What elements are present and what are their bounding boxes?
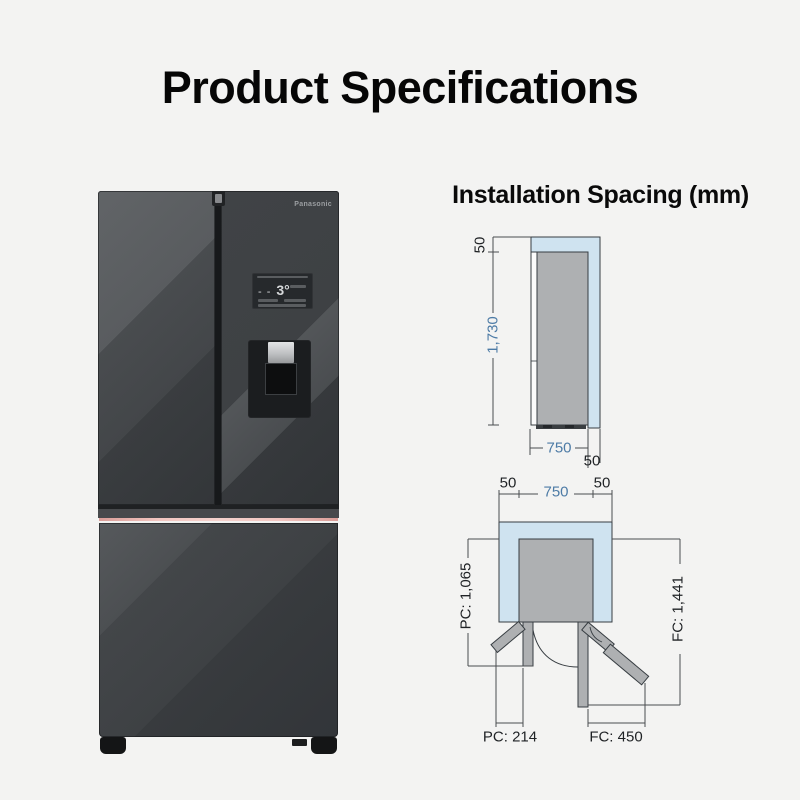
open-doors [490, 620, 650, 708]
fc-depth-label: FC: 1,441 [670, 576, 687, 642]
side-dim-lines [488, 236, 601, 468]
display-indicator-row [257, 276, 308, 278]
side-width-label: 750 [546, 440, 571, 457]
brand-logo: Panasonic [294, 201, 332, 208]
dispenser-recess [265, 363, 297, 395]
divider-band [98, 509, 339, 518]
page-title: Product Specifications [161, 62, 639, 113]
door-swing-arc-small [589, 626, 603, 643]
side-rear-clearance-label: 50 [584, 453, 601, 470]
display-label-marks [284, 299, 306, 302]
pc-depth-label: PC: 1,065 [458, 563, 475, 630]
fc-swing-label: FC: 450 [589, 729, 642, 746]
door-swing-arc [532, 629, 579, 668]
side-fridge-base [536, 425, 586, 429]
display-readout: - - 3° [258, 282, 308, 298]
top-fridge-body [518, 538, 594, 623]
display-label-marks [258, 304, 306, 307]
fc-door-90deg [577, 621, 589, 708]
fridge-foot-left [100, 737, 126, 754]
side-view-diagram: 50 1,730 750 50 [472, 236, 601, 470]
pink-accent-line [99, 518, 338, 521]
side-fridge-door-face [530, 251, 538, 426]
display-mode-marks [290, 285, 306, 288]
fridge-upper-section: Panasonic - - 3° [98, 191, 339, 505]
display-temperature: 3° [276, 282, 290, 298]
top-right-clearance-label: 50 [594, 475, 611, 492]
top-width-label: 750 [543, 484, 568, 501]
top-dim-lines [467, 490, 681, 727]
side-foot [543, 425, 552, 428]
fridge-foot-right [311, 737, 337, 754]
fridge-vent [292, 739, 307, 746]
fc-door-open [602, 643, 650, 686]
side-top-clearance-label: 50 [472, 237, 489, 254]
side-fridge-body [536, 251, 589, 426]
mullion-highlight [215, 194, 222, 203]
refrigerator-image: Panasonic - - 3° [98, 191, 339, 756]
display-label-marks [258, 299, 278, 302]
installation-spacing-heading: Installation Spacing (mm) [452, 181, 749, 209]
display-dashes: - - [258, 286, 272, 298]
fridge-left-door [98, 191, 215, 505]
top-left-clearance-label: 50 [500, 475, 517, 492]
side-height-label: 1,730 [485, 316, 502, 354]
water-dispenser [248, 340, 311, 418]
pc-swing-label: PC: 214 [483, 729, 537, 746]
pc-door-open [490, 620, 526, 654]
dispenser-paddle [268, 342, 294, 363]
temperature-display-panel: - - 3° [252, 273, 313, 309]
side-foot [565, 425, 574, 428]
top-view-diagram: 50 750 50 PC: 1,065 FC: 1,441 PC: 214 FC… [458, 475, 687, 746]
door-bottom-edge [98, 505, 339, 509]
fridge-right-door: Panasonic - - 3° [221, 191, 339, 505]
fridge-bottom-drawer [99, 523, 338, 737]
